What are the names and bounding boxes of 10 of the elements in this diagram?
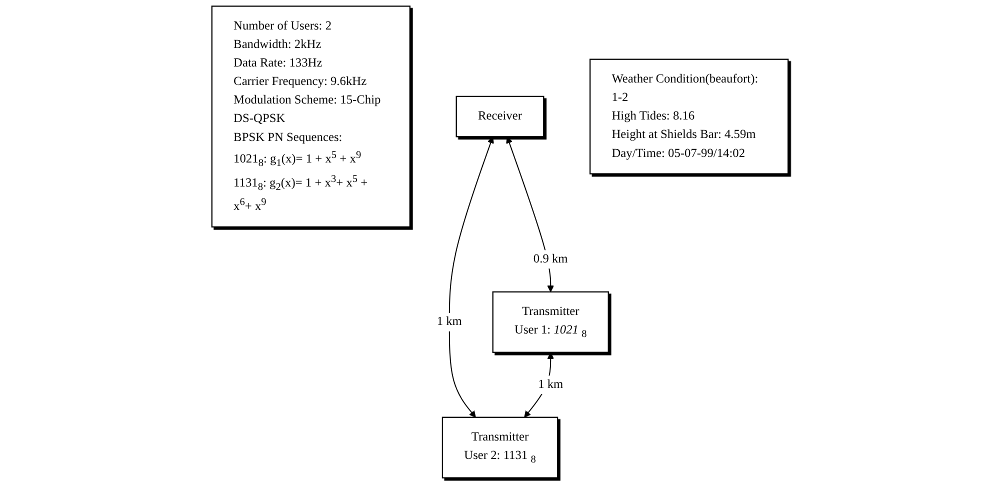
edge-label: 1 km bbox=[436, 315, 462, 328]
node-box: Transmitter User 2: 1131 $_{8}$ bbox=[442, 416, 558, 478]
arrow bbox=[506, 136, 554, 292]
arrow bbox=[448, 136, 494, 418]
node-box: Weather Condition(beaufort): 1-2 High Tides: 8.16 Height at Shields Bar: 4.59m Day/Time: 05-07-99/14:02 bbox=[589, 58, 789, 174]
edge-label: 1 km bbox=[538, 378, 564, 392]
node-box: Receiver bbox=[456, 96, 544, 138]
node-box: Transmitter User 1: 1021 $_{8}$ bbox=[492, 291, 609, 353]
edge-label: 0.9 km bbox=[533, 252, 568, 266]
node-box: Number of Users: 2 Bandwidth: 2kHz Data Rate: 133Hz Carrier Frequency: 9.6kHz Modulation Scheme: 15-Chip DS-QPSK BPSK PN Sequences: 1021$_{8}$: g$_{1}$(x)= 1 + x$^{5}$ + x$^{9}$ 1131$_{8}$: g$_{2}$(x)= 1 + x$^{3}$+ x$^{5}$ + x$^{6}$+ x$^{9}$ bbox=[211, 6, 411, 228]
